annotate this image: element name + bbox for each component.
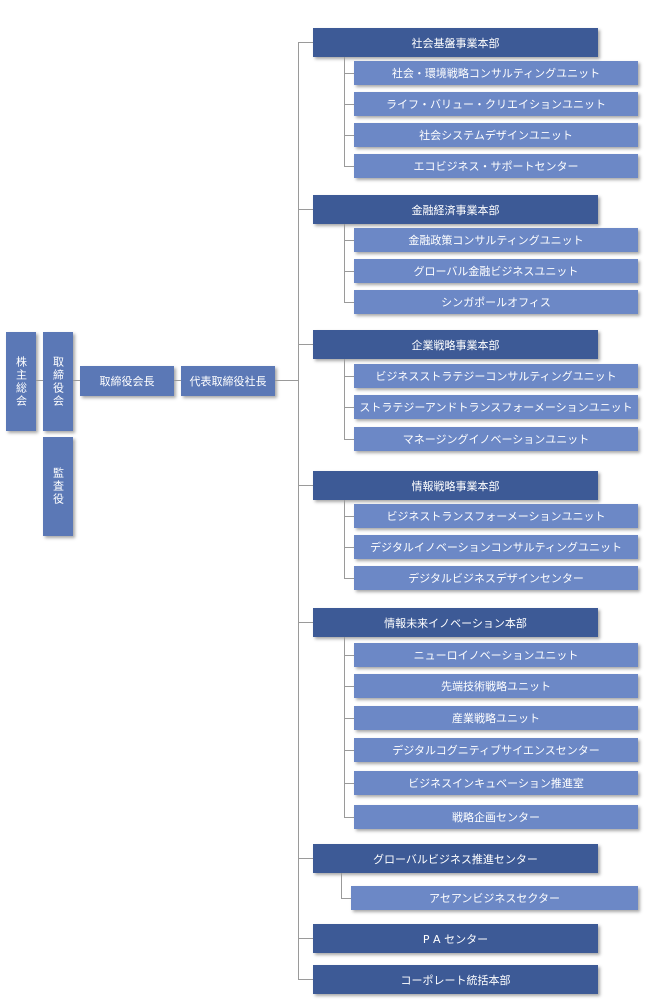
unit-branch-line	[344, 166, 354, 167]
unit-box: 社会・環境戦略コンサルティングユニット	[354, 61, 638, 85]
unit-box: 金融政策コンサルティングユニット	[354, 228, 638, 252]
unit-branch-line	[344, 547, 354, 548]
unit-box: ビジネスストラテジーコンサルティングユニット	[354, 364, 638, 388]
unit-branch-line	[344, 817, 354, 818]
unit-box: シンガポールオフィス	[354, 290, 638, 314]
division-box: グローバルビジネス推進センター	[313, 844, 598, 873]
unit-branch-line	[344, 302, 354, 303]
unit-box: デジタルイノベーションコンサルティングユニット	[354, 535, 638, 559]
unit-box: 社会システムデザインユニット	[354, 123, 638, 147]
branch-line	[298, 858, 313, 859]
unit-box: 産業戦略ユニット	[354, 706, 638, 730]
board-of-directors-box: 取締役会	[43, 332, 73, 431]
president-box: 代表取締役社長	[181, 366, 275, 396]
branch-line	[298, 209, 313, 210]
unit-box: ニューロイノベーションユニット	[354, 643, 638, 667]
division-box: 社会基盤事業本部	[313, 28, 598, 57]
branch-line	[298, 485, 313, 486]
unit-branch-line	[344, 271, 354, 272]
unit-branch-line	[344, 655, 354, 656]
unit-stem-line	[341, 873, 342, 898]
connector-line	[275, 380, 299, 381]
unit-branch-line	[344, 718, 354, 719]
connector-line	[36, 380, 43, 381]
unit-box: デジタルコグニティブサイエンスセンター	[354, 738, 638, 762]
branch-line	[298, 42, 313, 43]
unit-box: エコビジネス・サポートセンター	[354, 154, 638, 178]
unit-box: ビジネストランスフォーメーションユニット	[354, 504, 638, 528]
shareholders-meeting-box: 株主総会	[6, 332, 36, 431]
unit-branch-line	[344, 407, 354, 408]
unit-box: ビジネスインキュベーション推進室	[354, 771, 638, 795]
unit-box: グローバル金融ビジネスユニット	[354, 259, 638, 283]
connector-line	[174, 380, 181, 381]
unit-branch-line	[344, 376, 354, 377]
unit-branch-line	[341, 898, 351, 899]
unit-stem-line	[344, 500, 345, 578]
division-box: P A センター	[313, 924, 598, 953]
unit-box: デジタルビジネスデザインセンター	[354, 566, 638, 590]
division-box: 情報戦略事業本部	[313, 471, 598, 500]
unit-branch-line	[344, 783, 354, 784]
unit-box: 戦略企画センター	[354, 805, 638, 829]
unit-branch-line	[344, 578, 354, 579]
unit-branch-line	[344, 750, 354, 751]
unit-stem-line	[344, 57, 345, 166]
unit-stem-line	[344, 224, 345, 302]
division-box: 企業戦略事業本部	[313, 330, 598, 359]
connector-line	[73, 380, 80, 381]
unit-box: ライフ・バリュー・クリエイションユニット	[354, 92, 638, 116]
unit-branch-line	[344, 104, 354, 105]
trunk-line	[298, 42, 299, 980]
unit-branch-line	[344, 73, 354, 74]
branch-line	[298, 344, 313, 345]
unit-branch-line	[344, 516, 354, 517]
auditor-box: 監査役	[43, 437, 73, 536]
branch-line	[298, 622, 313, 623]
division-box: コーポレート統括本部	[313, 965, 598, 994]
unit-box: マネージングイノベーションユニット	[354, 427, 638, 451]
branch-line	[298, 938, 313, 939]
chairman-box: 取締役会長	[80, 366, 174, 396]
unit-branch-line	[344, 135, 354, 136]
unit-stem-line	[344, 359, 345, 439]
branch-line	[298, 979, 313, 980]
division-box: 金融経済事業本部	[313, 195, 598, 224]
unit-box: アセアンビジネスセクター	[351, 886, 638, 910]
unit-branch-line	[344, 439, 354, 440]
unit-branch-line	[344, 686, 354, 687]
unit-stem-line	[344, 637, 345, 817]
unit-branch-line	[344, 240, 354, 241]
division-box: 情報未来イノベーション本部	[313, 608, 598, 637]
unit-box: ストラテジーアンドトランスフォーメーションユニット	[354, 395, 638, 419]
unit-box: 先端技術戦略ユニット	[354, 674, 638, 698]
